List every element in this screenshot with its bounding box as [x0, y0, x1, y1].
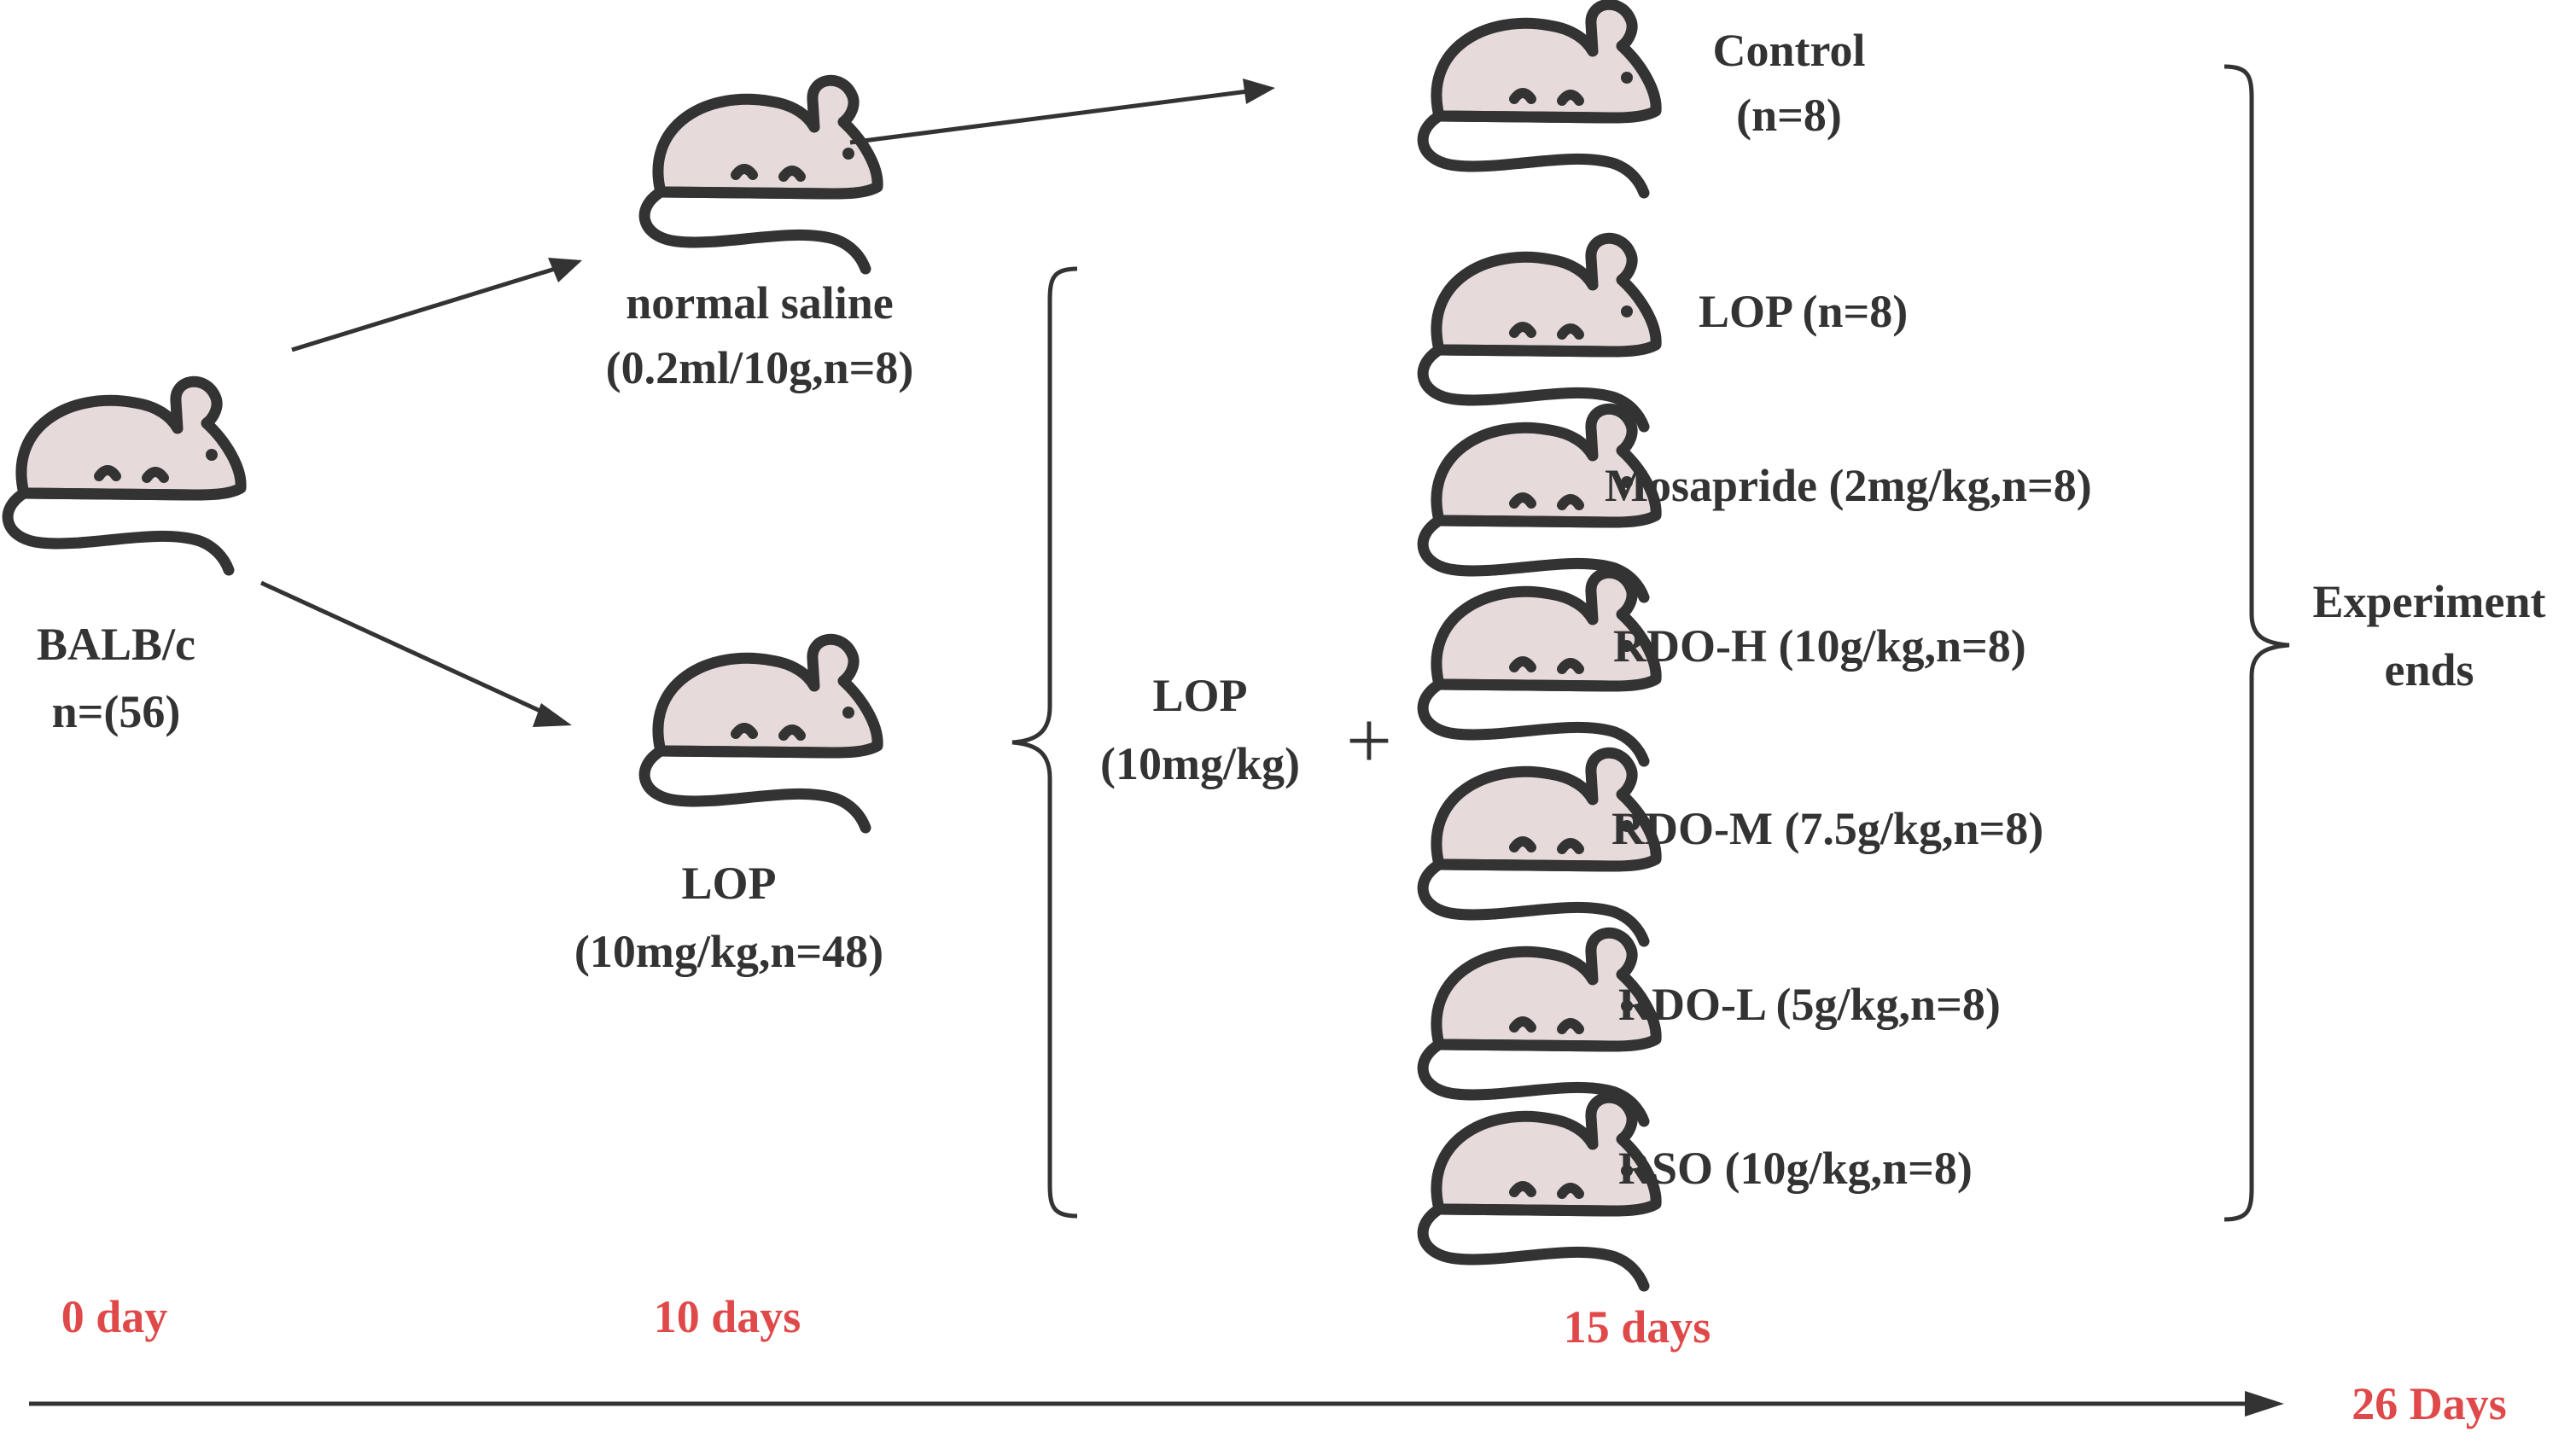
- group-mosapride-label: Mosapride (2mg/kg,n=8): [1605, 460, 2092, 511]
- lop-name-label: LOP: [681, 858, 777, 909]
- timeline-day26-label: 26 Days: [2352, 1378, 2507, 1429]
- saline-name-label: normal saline: [626, 277, 894, 329]
- arrow-icon-group: [259, 79, 1275, 727]
- arrow-icon-to-saline: [291, 264, 564, 352]
- arrow-icon-to-control: [849, 88, 1256, 145]
- combination-drug-label: LOP: [1152, 670, 1248, 721]
- group-rdo-h-label: RDO-H (10g/kg,n=8): [1613, 620, 2026, 672]
- timeline-day10-label: 10 days: [653, 1291, 801, 1342]
- group-rdo-m-label: RDO-M (7.5g/kg,n=8): [1611, 803, 2044, 854]
- group-rdo-l-label: RDO-L (5g/kg,n=8): [1618, 979, 2001, 1030]
- combination-dose-label: (10mg/kg): [1100, 738, 1300, 789]
- end-label-line2: ends: [2384, 644, 2474, 695]
- arrow-head-control: [1243, 79, 1275, 104]
- arrow-head-saline: [548, 258, 582, 282]
- end-label-line1: Experiment: [2312, 576, 2546, 627]
- curly-brace-icon-right: [2223, 64, 2290, 1222]
- timeline-day0-label: 0 day: [61, 1291, 168, 1342]
- mouse-icon-group-lop: [1423, 238, 1656, 427]
- arrow-icon-to-lop: [259, 580, 555, 719]
- mouse-icon-lop: [644, 639, 877, 828]
- mouse-icon-control: [1423, 4, 1656, 193]
- control-name-label: Control: [1712, 25, 1866, 76]
- plus-icon: +: [1345, 695, 1393, 786]
- mouse-icon-saline: [644, 80, 877, 269]
- group-rso-label: RSO (10g/kg,n=8): [1618, 1143, 1973, 1194]
- timeline-day15-label: 15 days: [1563, 1301, 1711, 1353]
- mouse-icon-start: [8, 381, 241, 570]
- curly-brace-icon-left: [1011, 266, 1078, 1219]
- saline-dose-label: (0.2ml/10g,n=8): [605, 342, 914, 393]
- arrow-head-lop: [533, 703, 572, 727]
- start-strain-label: BALB/c: [36, 619, 196, 670]
- group-lop-label: LOP (n=8): [1699, 286, 1909, 337]
- control-count-label: (n=8): [1736, 90, 1842, 141]
- lop-dose-label: (10mg/kg,n=48): [574, 926, 884, 977]
- timeline-arrow-icon: [2245, 1391, 2284, 1417]
- start-count-label: n=(56): [51, 686, 181, 737]
